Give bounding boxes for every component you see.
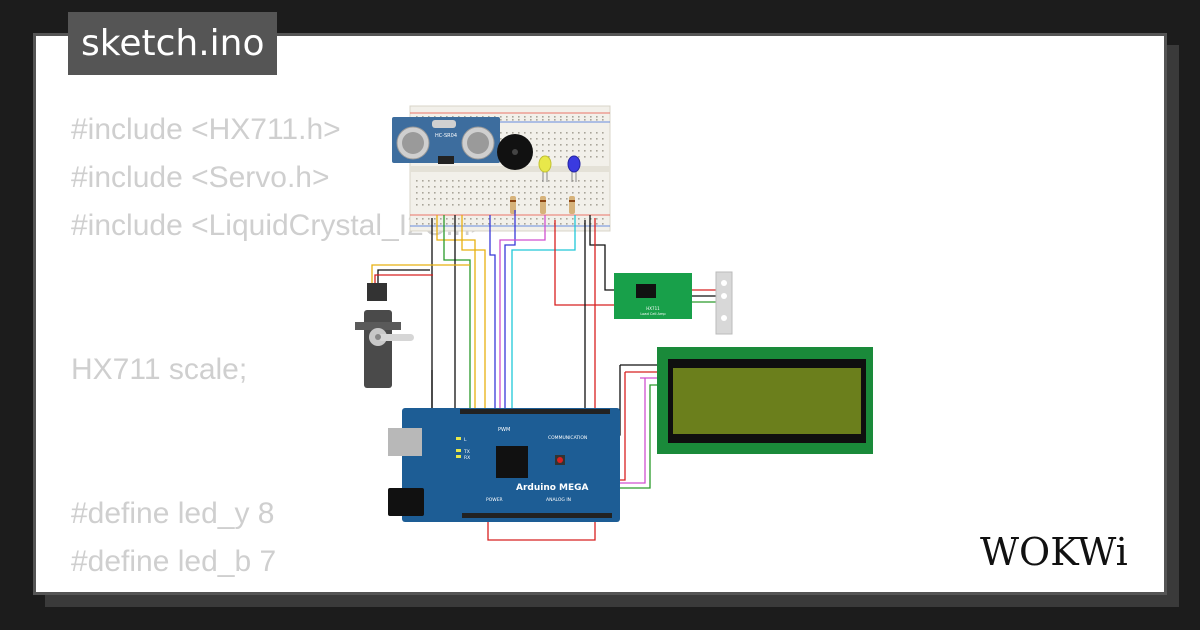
filename-tab: sketch.ino	[68, 12, 278, 75]
resistors	[510, 196, 575, 214]
lcd-display	[657, 347, 873, 454]
hx711-sublabel: Load Cell Amp	[640, 312, 666, 316]
servo-motor	[355, 283, 414, 388]
code-line: #include <Servo.h>	[71, 161, 330, 194]
ultrasonic-label: HC-SR04	[435, 133, 457, 139]
mega-header-comm: COMMUNICATION	[548, 435, 587, 441]
buzzer	[497, 134, 533, 170]
load-cell	[715, 271, 733, 335]
mega-header-power: POWER	[486, 497, 503, 503]
led-yellow	[538, 155, 552, 182]
ultrasonic-sensor: HC-SR04	[392, 117, 500, 164]
wokwi-logo: WOKWi	[980, 530, 1128, 574]
led-blue	[567, 155, 581, 182]
mega-label: Arduino MEGA	[516, 483, 589, 493]
arduino-mega: PWM COMMUNICATION POWER ANALOG IN Arduin…	[388, 408, 620, 522]
hx711-label: HX711	[646, 306, 660, 311]
code-line: #define led_y 8	[71, 497, 275, 530]
code-line: #define led_b 7	[71, 545, 277, 578]
mega-header-pwm: PWM	[498, 427, 510, 433]
mega-led-l: L	[464, 437, 467, 443]
mega-led-tx: TX	[463, 449, 470, 455]
mega-header-analog: ANALOG IN	[546, 497, 571, 503]
mega-led-rx: RX	[464, 455, 470, 461]
wokwi-logo-text: WOKWi	[980, 530, 1128, 574]
hx711-module: HX711 Load Cell Amp	[614, 273, 692, 319]
code-line: #include <HX711.h>	[71, 113, 341, 146]
code-line: HX711 scale;	[71, 353, 248, 386]
